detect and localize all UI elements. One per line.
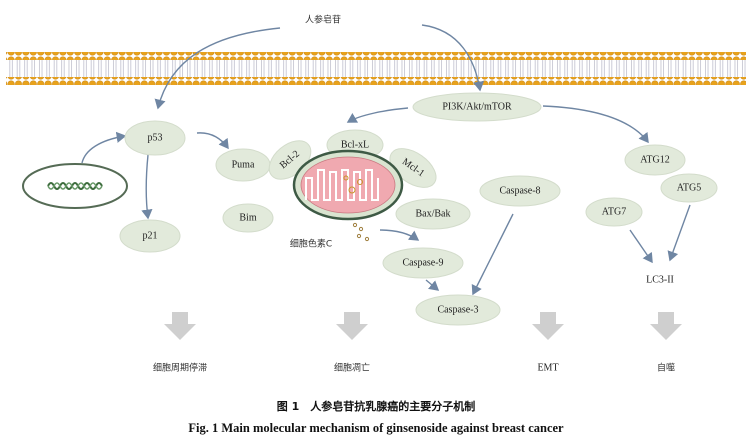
svg-text:p53: p53	[148, 132, 163, 143]
down-arrow-icon	[164, 312, 196, 340]
svg-text:Caspase-3: Caspase-3	[437, 304, 478, 315]
down-arrow-icon	[650, 312, 682, 340]
node-caspase8: Caspase-8	[479, 175, 561, 207]
node-atg5: ATG5	[660, 173, 718, 203]
svg-text:ATG5: ATG5	[677, 182, 701, 193]
svg-text:p21: p21	[143, 230, 158, 241]
svg-text:Bim: Bim	[239, 212, 256, 223]
svg-text:ATG7: ATG7	[602, 206, 626, 217]
node-baxbak: Bax/Bak	[395, 198, 471, 230]
node-atg7: ATG7	[585, 197, 643, 227]
svg-text:Caspase-9: Caspase-9	[402, 257, 443, 268]
svg-text:Caspase-8: Caspase-8	[499, 185, 540, 196]
mitochondria-icon	[292, 149, 404, 221]
down-arrow-icon	[336, 312, 368, 340]
cytochrome-c-label: 细胞色素C	[290, 238, 332, 250]
down-arrow-icon	[532, 312, 564, 340]
svg-text:ATG12: ATG12	[640, 154, 669, 165]
node-puma: Puma	[215, 148, 271, 182]
svg-text:Bcl-xL: Bcl-xL	[341, 139, 369, 150]
outcome-autophagy: 自噬	[657, 362, 675, 374]
node-atg12: ATG12	[624, 144, 686, 176]
caption-en: Fig. 1 Main molecular mechanism of ginse…	[188, 421, 564, 435]
svg-text:Bax/Bak: Bax/Bak	[416, 208, 451, 219]
node-pi3k: PI3K/Akt/mTOR	[412, 92, 542, 122]
node-p53: p53	[124, 120, 186, 156]
node-caspase9: Caspase-9	[382, 247, 464, 279]
node-p21: p21	[119, 219, 181, 253]
arrows	[81, 24, 691, 296]
svg-text:Puma: Puma	[232, 159, 255, 170]
outcome-cell-cycle-arrest: 细胞周期停滞	[153, 362, 207, 374]
outcome-arrows	[164, 312, 682, 340]
ginsenoside-label: 人参皂苷	[305, 14, 341, 26]
dna-icon	[22, 163, 128, 209]
outcome-emt: EMT	[537, 362, 558, 373]
cytochrome-c-particles	[352, 222, 370, 242]
outcome-apoptosis: 细胞凋亡	[334, 362, 370, 374]
lc3-label: LC3-II	[646, 274, 674, 285]
node-bim: Bim	[222, 203, 274, 233]
svg-text:PI3K/Akt/mTOR: PI3K/Akt/mTOR	[442, 101, 512, 112]
cell-membrane	[6, 52, 746, 85]
node-caspase3: Caspase-3	[415, 294, 501, 326]
caption-cn: 图 1 人参皂苷抗乳腺癌的主要分子机制	[277, 399, 475, 413]
